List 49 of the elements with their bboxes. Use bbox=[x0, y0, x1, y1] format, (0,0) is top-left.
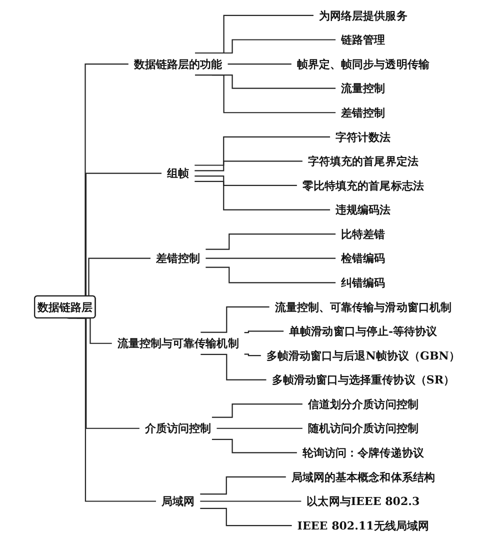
node-text: 组帧 bbox=[167, 166, 190, 180]
node-text: 流量控制、可靠传输与滑动窗口机制 bbox=[274, 300, 452, 314]
connector bbox=[195, 74, 336, 114]
node-text: 介质访问控制 bbox=[144, 422, 212, 436]
node-text: 字符填充的首尾界定法 bbox=[308, 154, 418, 168]
connector bbox=[206, 258, 336, 259]
connector bbox=[206, 266, 336, 284]
node-text: 多帧滑动窗口与选择重传协议（SR） bbox=[272, 373, 455, 386]
node-text: 违规编码法 bbox=[336, 203, 391, 216]
node-text: 流量控制 bbox=[341, 82, 386, 95]
connector bbox=[212, 39, 336, 54]
node-text: 信道划分介质访问控制 bbox=[308, 397, 418, 411]
node-text: 比特差错 bbox=[341, 227, 386, 241]
node-text: 差错控制 bbox=[341, 106, 386, 120]
node-text: 单帧滑动窗口与停止-等待协议 bbox=[289, 324, 438, 338]
node-text: 局域网的基本概念和体系结构 bbox=[291, 470, 435, 484]
connector bbox=[194, 180, 330, 210]
node-text: 帧界定、帧同步与透明传输 bbox=[296, 57, 430, 71]
node-text: 以太网与IEEE 802.3 bbox=[306, 494, 420, 508]
connector bbox=[228, 63, 292, 65]
node-text: 流量控制与可靠传输机制 bbox=[117, 336, 239, 350]
connector bbox=[216, 428, 302, 429]
node-text: 轮询访问：令牌传递协议 bbox=[302, 446, 424, 460]
connector bbox=[194, 160, 302, 172]
connector bbox=[212, 404, 302, 418]
connector bbox=[244, 354, 261, 356]
node-text: IEEE 802.11无线局域网 bbox=[297, 518, 430, 532]
node-text: 链路管理 bbox=[341, 33, 386, 46]
connector bbox=[200, 476, 286, 495]
connector bbox=[200, 500, 302, 502]
connector bbox=[194, 175, 297, 186]
node-text: 零比特填充的首尾标志法 bbox=[302, 178, 424, 192]
node-text: 局域网 bbox=[162, 494, 195, 508]
node-text: 为网络层提供服务 bbox=[319, 8, 408, 22]
connector bbox=[200, 306, 270, 333]
connector bbox=[195, 14, 314, 54]
connector bbox=[212, 438, 297, 454]
node-text: 字符计数法 bbox=[336, 130, 391, 144]
connector bbox=[244, 330, 284, 334]
connector bbox=[200, 508, 292, 526]
connector bbox=[206, 234, 336, 250]
connector bbox=[194, 136, 330, 166]
node-text: 随机访问介质访问控制 bbox=[308, 422, 418, 436]
node-text: 纠错编码 bbox=[341, 276, 386, 290]
node-text: 差错控制 bbox=[156, 252, 200, 265]
node-text: 多帧滑动窗口与后退N帧协议（GBN） bbox=[266, 348, 460, 362]
connector bbox=[200, 354, 266, 380]
node-text: 数据链路层的功能 bbox=[134, 57, 222, 71]
node-text: 检错编码 bbox=[341, 252, 386, 265]
